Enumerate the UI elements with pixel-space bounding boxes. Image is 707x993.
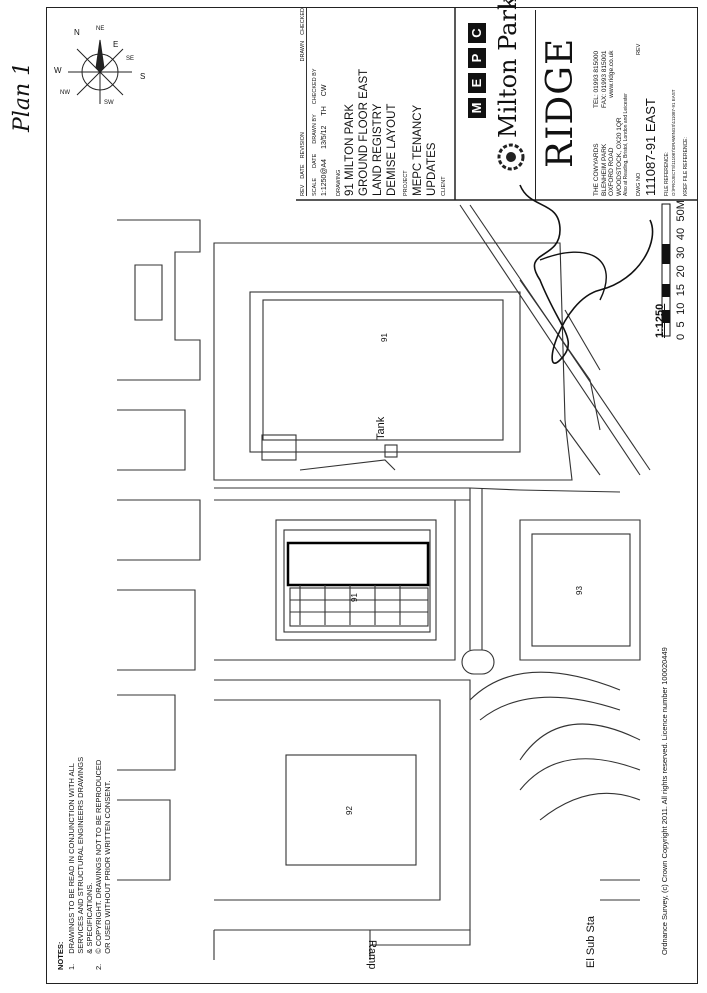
scale-bar bbox=[661, 203, 671, 337]
drawing-frame bbox=[46, 7, 698, 984]
milton-park-logo-text: Milton Park bbox=[494, 0, 522, 138]
label-tank: Tank bbox=[375, 416, 387, 440]
north-arrow-icon bbox=[68, 39, 132, 104]
notes-heading: NOTES: bbox=[56, 941, 65, 970]
site-outline-93 bbox=[519, 519, 641, 661]
os-licence: Ordnance Survey, (c) Crown Copyright 201… bbox=[660, 647, 669, 955]
drawing-label: DRAWING bbox=[336, 169, 342, 196]
note-text: DRAWINGS TO BE READ IN CONJUNCTION WITH … bbox=[67, 756, 94, 954]
site-outline-92 bbox=[213, 242, 573, 481]
project-label: PROJECT bbox=[403, 170, 409, 196]
north-arrow-label-w: W bbox=[54, 66, 62, 75]
dwg-no: 111087-91 EAST bbox=[643, 98, 658, 196]
north-arrow-label-nw: NW bbox=[60, 90, 70, 96]
note-number: 1. bbox=[67, 963, 76, 970]
dwg-no-label: DWG NO bbox=[636, 172, 642, 196]
label-building-91: 91 bbox=[350, 593, 359, 602]
label-building-93: 93 bbox=[575, 586, 584, 595]
north-arrow-label-s: S bbox=[140, 72, 146, 81]
north-arrow-label-sw: SW bbox=[104, 100, 114, 106]
project-title: MEPC TENANCY UPDATES bbox=[412, 104, 438, 196]
signature bbox=[519, 184, 654, 364]
client-label: CLIENT bbox=[441, 176, 447, 196]
drawing-meta-labels: SCALE DATE DRAWN BY CHECKED BY bbox=[312, 68, 318, 196]
label-building-91-main: 91 bbox=[380, 333, 389, 342]
north-arrow-label-e: E bbox=[113, 40, 119, 49]
rev-label: REV bbox=[636, 43, 642, 55]
address-block: THE COWYARDS BLENHEIM PARK OXFORD ROAD W… bbox=[593, 93, 629, 196]
note-item: 2. © COPYRIGHT. DRAWINGS NOT TO BE REPRO… bbox=[94, 757, 112, 970]
milton-park-swirl-icon bbox=[497, 143, 525, 171]
site-outline-91 bbox=[214, 499, 456, 661]
notes-block: NOTES: 1. DRAWINGS TO BE READ IN CONJUNC… bbox=[56, 757, 112, 970]
ridge-logo: RIDGE bbox=[540, 37, 581, 168]
revision-header: REV DATE REVISION DRAWN CHECKED bbox=[300, 8, 307, 196]
contact-block: TEL: 01993 815000 FAX: 01993 815001 www.… bbox=[593, 50, 615, 108]
building-92-lower bbox=[285, 754, 417, 866]
north-arrow-label-n: N bbox=[74, 28, 80, 37]
scale-ticks: 0 5 10 15 20 30 40 50M bbox=[675, 200, 687, 340]
building-93 bbox=[531, 533, 631, 647]
north-arrow-label-ne: NE bbox=[96, 26, 105, 32]
kref-label: KREF FILE REFERENCE: bbox=[683, 137, 689, 196]
file-ref-label: FILE REFERENCE: bbox=[664, 151, 670, 196]
label-el-sub-sta: El Sub Sta bbox=[585, 916, 597, 968]
note-text: © COPYRIGHT. DRAWINGS NOT TO BE REPRODUC… bbox=[94, 759, 112, 954]
title-divider bbox=[535, 10, 536, 200]
north-arrow-label-se: SE bbox=[126, 56, 135, 62]
drawing-title: 91 MILTON PARK GROUND FLOOR EAST LAND RE… bbox=[344, 68, 398, 196]
site-outline-92-lower bbox=[214, 679, 471, 931]
label-ramp: Ramp bbox=[366, 940, 378, 970]
note-number: 2. bbox=[94, 963, 103, 970]
note-item: 1. DRAWINGS TO BE READ IN CONJUNCTION WI… bbox=[67, 757, 94, 970]
demise-91-east bbox=[286, 541, 430, 587]
file-ref-value: O:\PROJECTS\111087\DRAWINGS\111087-91 EA… bbox=[671, 89, 676, 196]
drawing-meta-values: 1:1250@A4 13/5/12 TH CW bbox=[321, 84, 328, 196]
mepc-logo: M E P C bbox=[468, 23, 486, 118]
label-building-92: 92 bbox=[345, 806, 354, 815]
